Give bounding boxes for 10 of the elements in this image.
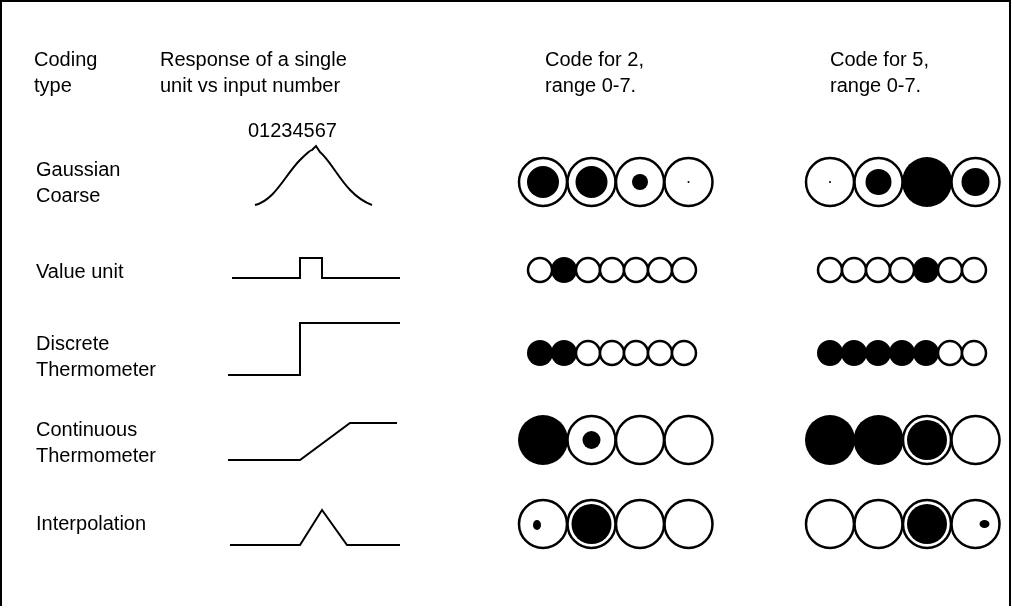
row-label: Interpolation: [36, 511, 148, 536]
row-label: Value unit: [36, 259, 125, 284]
row-label: Gaussian Coarse: [36, 157, 122, 208]
column-header: Code for 2, range 0-7.: [545, 47, 645, 98]
row-label: Discrete Thermometer: [36, 331, 158, 382]
row-label: Continuous Thermometer: [36, 417, 158, 468]
column-header: Response of a single unit vs input number: [160, 47, 348, 98]
column-header: Coding type: [34, 47, 99, 98]
column-header: Code for 5, range 0-7.: [830, 47, 930, 98]
axis-label: 01234567: [248, 118, 338, 143]
